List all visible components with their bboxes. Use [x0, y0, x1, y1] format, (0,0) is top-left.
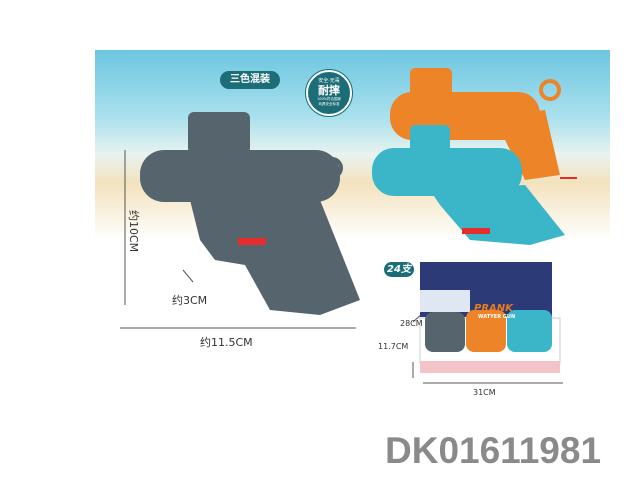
color-mix-label: 三色混装 [220, 71, 280, 89]
product-code: DK01611981 [385, 430, 602, 471]
safety-badge: 安全·无毒 耐摔 100%符合国家 玩具安全标准 [305, 69, 353, 117]
gray-water-gun [140, 112, 360, 315]
box-depth: 28CM [400, 319, 423, 328]
box-height: 11.7CM [378, 342, 409, 351]
box-brand: PRANK [474, 303, 513, 314]
badge-line1: 100%符合国家 [316, 97, 341, 101]
box-width: 31CM [473, 388, 496, 397]
teal-water-gun [372, 125, 565, 245]
depth-dimension: 约3CM [172, 294, 208, 307]
width-dimension: 约11.5CM [200, 336, 253, 349]
badge-main: 耐摔 [318, 84, 340, 97]
box-subtitle: WATYER GUN [478, 314, 516, 320]
badge-line2: 玩具安全标准 [318, 102, 340, 106]
count-label: 24支 [384, 262, 414, 277]
display-box [419, 262, 561, 373]
badge-top: 安全·无毒 [318, 78, 340, 84]
height-dimension: 约10CM [127, 210, 140, 253]
